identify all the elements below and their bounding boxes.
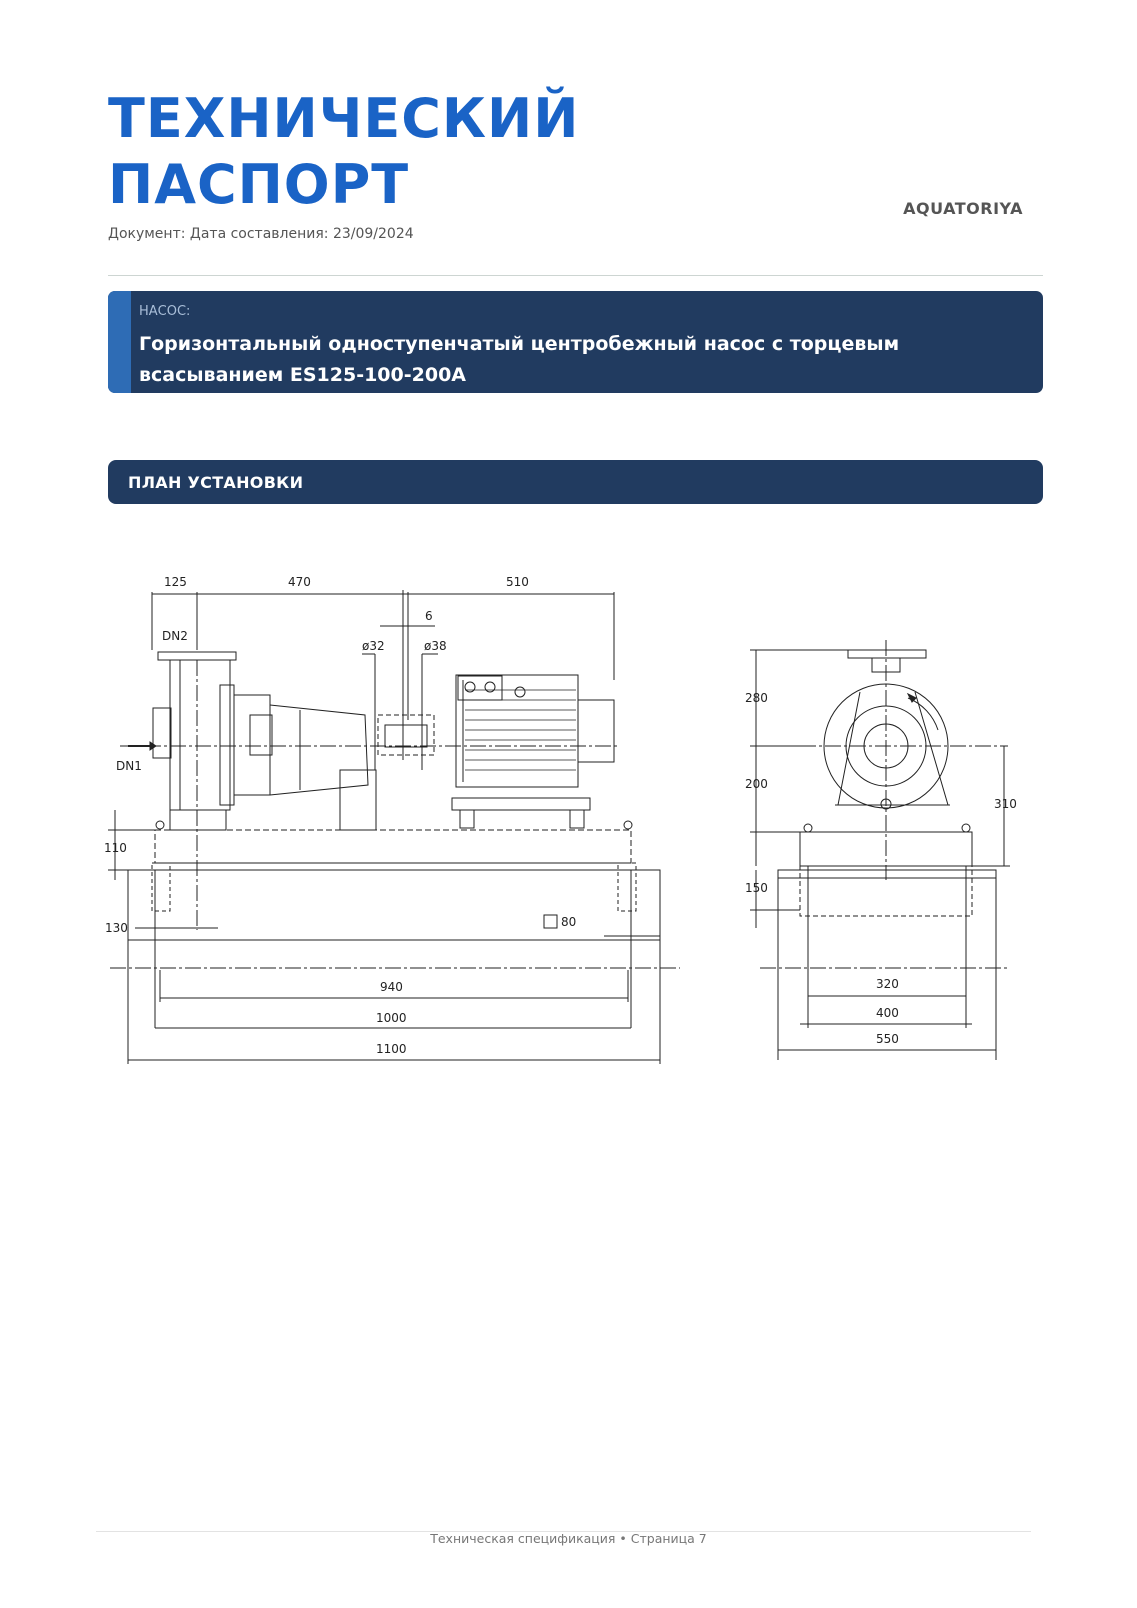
footer-divider (96, 1531, 1031, 1532)
dim-940: 940 (380, 980, 403, 994)
dim-130: 130 (105, 921, 128, 935)
dim-d38: ø38 (424, 639, 447, 653)
dim-d32: ø32 (362, 639, 385, 653)
product-label: НАСОС: (139, 304, 191, 319)
dim-510: 510 (506, 575, 529, 589)
product-banner: НАСОС: Горизонтальный одноступенчатый це… (108, 291, 1043, 393)
dim-400: 400 (876, 1006, 899, 1020)
installation-drawing: 125 470 510 6 ø32 ø38 DN2 DN1 110 130 80… (104, 575, 1017, 1064)
dim-150: 150 (745, 881, 768, 895)
product-banner-accent (108, 291, 131, 393)
document-date-line: Документ: Дата составления: 23/09/2024 (108, 226, 414, 242)
dim-550: 550 (876, 1032, 899, 1046)
dim-280: 280 (745, 691, 768, 705)
document-title: ТЕХНИЧЕСКИЙ ПАСПОРТ (108, 86, 579, 218)
dim-200: 200 (745, 777, 768, 791)
section-title: ПЛАН УСТАНОВКИ (128, 473, 304, 492)
dim-1100: 1100 (376, 1042, 407, 1056)
header-divider (108, 275, 1043, 276)
dim-6: 6 (425, 609, 433, 623)
section-header-installation-plan: ПЛАН УСТАНОВКИ (108, 460, 1043, 504)
title-line-1: ТЕХНИЧЕСКИЙ (108, 87, 580, 150)
dim-470: 470 (288, 575, 311, 589)
dim-125: 125 (164, 575, 187, 589)
brand-name: AQUATORIYA (903, 199, 1023, 218)
dim-80: 80 (561, 915, 576, 929)
dim-1000: 1000 (376, 1011, 407, 1025)
product-name: Горизонтальный одноступенчатый центробеж… (139, 333, 900, 386)
dim-320: 320 (876, 977, 899, 991)
label-dn2: DN2 (162, 629, 188, 643)
label-dn1: DN1 (116, 759, 142, 773)
dim-110: 110 (104, 841, 127, 855)
title-line-2: ПАСПОРТ (108, 153, 410, 216)
page-footer: Техническая спецификация • Страница 7 (430, 1531, 707, 1546)
dim-310: 310 (994, 797, 1017, 811)
